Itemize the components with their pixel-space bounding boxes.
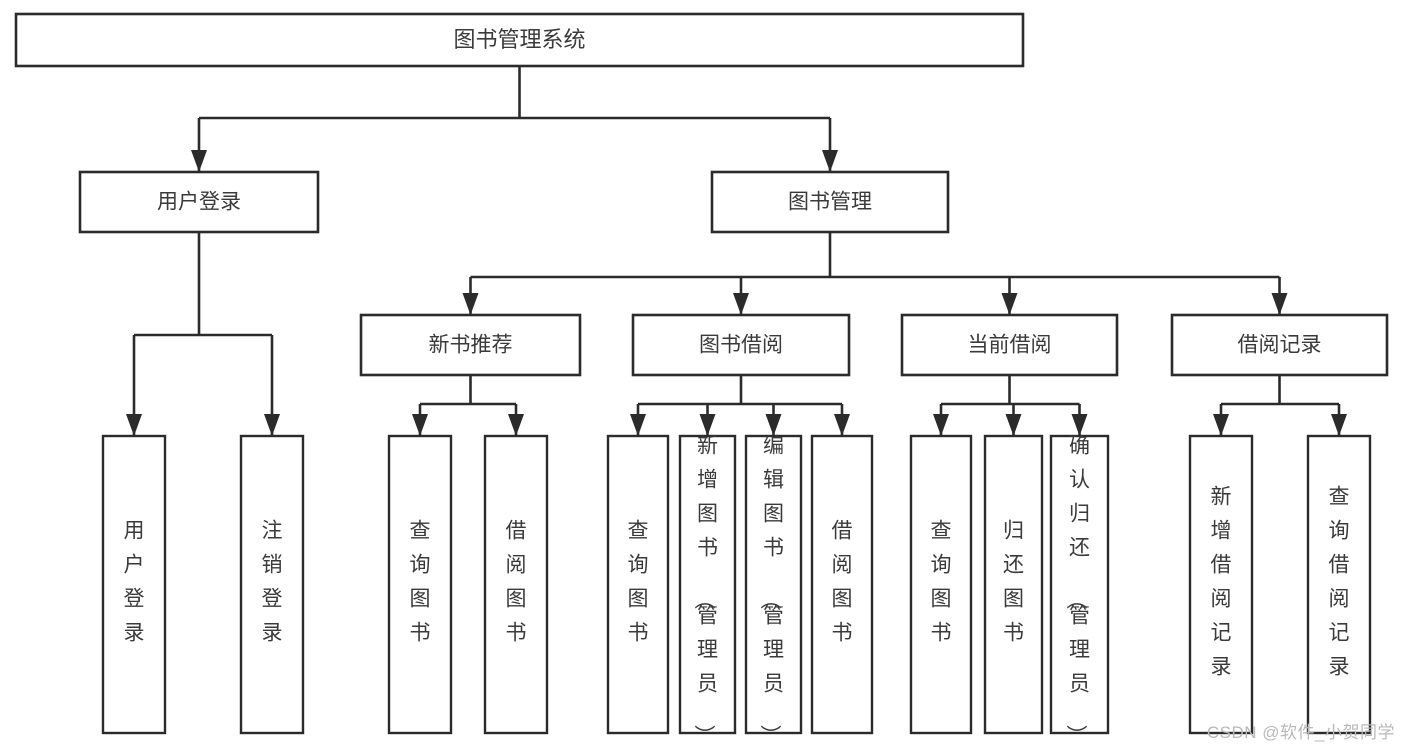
arrow-head-icon xyxy=(508,414,524,436)
node-label: 用户登录 xyxy=(157,191,241,214)
leaf-node-label: 用户登录 xyxy=(124,520,145,645)
leaf-node[interactable]: 新增借阅记录 xyxy=(1188,434,1254,735)
arrow-head-icon xyxy=(834,414,850,436)
node-label: 新书推荐 xyxy=(429,334,513,357)
node-label: 图书管理系统 xyxy=(453,27,585,52)
arrow-head-icon xyxy=(1001,293,1018,315)
arrow-head-icon xyxy=(1071,414,1088,436)
leaf-node-label: 查询图书 xyxy=(410,520,431,645)
level3-node-1[interactable]: 图书借阅 xyxy=(631,313,851,377)
leaf-node-label: 查询图书 xyxy=(931,520,952,645)
node-box xyxy=(606,434,670,735)
leaf-node[interactable]: 借阅图书 xyxy=(483,434,549,735)
arrow-head-icon xyxy=(699,414,716,436)
leaf-node-label: 编辑图书（管理员） xyxy=(758,435,784,746)
leaf-node-label: 借阅图书 xyxy=(506,520,527,645)
leaf-node-label: 查询借阅记录 xyxy=(1329,486,1350,679)
node-box xyxy=(983,434,1044,735)
level3-node-2[interactable]: 当前借阅 xyxy=(900,313,1119,377)
leaf-node[interactable]: 查询图书 xyxy=(909,434,973,735)
level2-node-0[interactable]: 用户登录 xyxy=(78,170,320,234)
leaf-node[interactable]: 查询借阅记录 xyxy=(1306,434,1372,735)
arrow-head-icon xyxy=(733,293,749,315)
node-label: 当前借阅 xyxy=(968,334,1052,357)
node-box xyxy=(387,434,453,735)
leaf-node-label: 查询图书 xyxy=(628,520,649,645)
leaf-node[interactable]: 查询图书 xyxy=(387,434,453,735)
nodes-layer: 图书管理系统用户登录图书管理新书推荐图书借阅当前借阅借阅记录用户登录注销登录查询… xyxy=(14,12,1389,746)
leaf-node-label: 注销登录 xyxy=(262,520,283,645)
arrow-head-icon xyxy=(126,414,142,436)
level3-node-0[interactable]: 新书推荐 xyxy=(359,313,582,377)
arrow-head-icon xyxy=(822,150,838,172)
node-box xyxy=(810,434,874,735)
level3-node-3[interactable]: 借阅记录 xyxy=(1170,313,1389,377)
node-box xyxy=(1306,434,1372,735)
level2-node-1[interactable]: 图书管理 xyxy=(710,170,950,234)
leaf-node-label: 新增图书（管理员） xyxy=(692,435,718,746)
node-label: 图书借阅 xyxy=(699,334,783,357)
node-box xyxy=(101,434,167,735)
node-label: 借阅记录 xyxy=(1238,334,1322,357)
leaf-node[interactable]: 用户登录 xyxy=(101,434,167,735)
node-box xyxy=(909,434,973,735)
node-box xyxy=(900,313,1119,377)
leaf-node-label: 归还图书 xyxy=(1003,520,1024,645)
arrow-head-icon xyxy=(191,150,207,172)
arrow-head-icon xyxy=(1271,293,1288,315)
leaf-node[interactable]: 查询图书 xyxy=(606,434,670,735)
node-box xyxy=(1049,434,1110,735)
arrow-head-icon xyxy=(1005,414,1022,436)
arrow-head-icon xyxy=(264,414,280,436)
arrow-head-icon xyxy=(412,414,428,436)
node-box xyxy=(744,434,803,735)
leaf-node[interactable]: 确认归还（管理员） xyxy=(1049,434,1110,746)
node-box xyxy=(1170,313,1389,377)
leaf-node[interactable]: 注销登录 xyxy=(239,434,305,735)
leaf-node-label: 新增借阅记录 xyxy=(1211,486,1232,679)
node-box xyxy=(631,313,851,377)
node-box xyxy=(1188,434,1254,735)
connectors-layer xyxy=(126,66,1347,436)
arrow-head-icon xyxy=(462,293,479,315)
node-box xyxy=(678,434,737,735)
node-box xyxy=(483,434,549,735)
root-node-book-management-system[interactable]: 图书管理系统 xyxy=(14,12,1025,68)
leaf-node-label: 借阅图书 xyxy=(832,520,853,645)
leaf-node-label: 确认归还（管理员） xyxy=(1064,435,1090,746)
arrow-head-icon xyxy=(1331,414,1347,436)
arrow-head-icon xyxy=(933,414,949,436)
arrow-head-icon xyxy=(630,414,646,436)
arrow-head-icon xyxy=(1213,414,1229,436)
node-label: 图书管理 xyxy=(788,191,872,214)
leaf-node[interactable]: 归还图书 xyxy=(983,434,1044,735)
leaf-node[interactable]: 编辑图书（管理员） xyxy=(744,434,803,746)
leaf-node[interactable]: 新增图书（管理员） xyxy=(678,434,737,746)
node-box xyxy=(14,12,1025,68)
node-box xyxy=(239,434,305,735)
node-box xyxy=(359,313,582,377)
leaf-node[interactable]: 借阅图书 xyxy=(810,434,874,735)
node-box xyxy=(710,170,950,234)
node-box xyxy=(78,170,320,234)
arrow-head-icon xyxy=(765,414,782,436)
csdn-watermark: CSDN @软件_小贺同学 xyxy=(1206,723,1395,742)
